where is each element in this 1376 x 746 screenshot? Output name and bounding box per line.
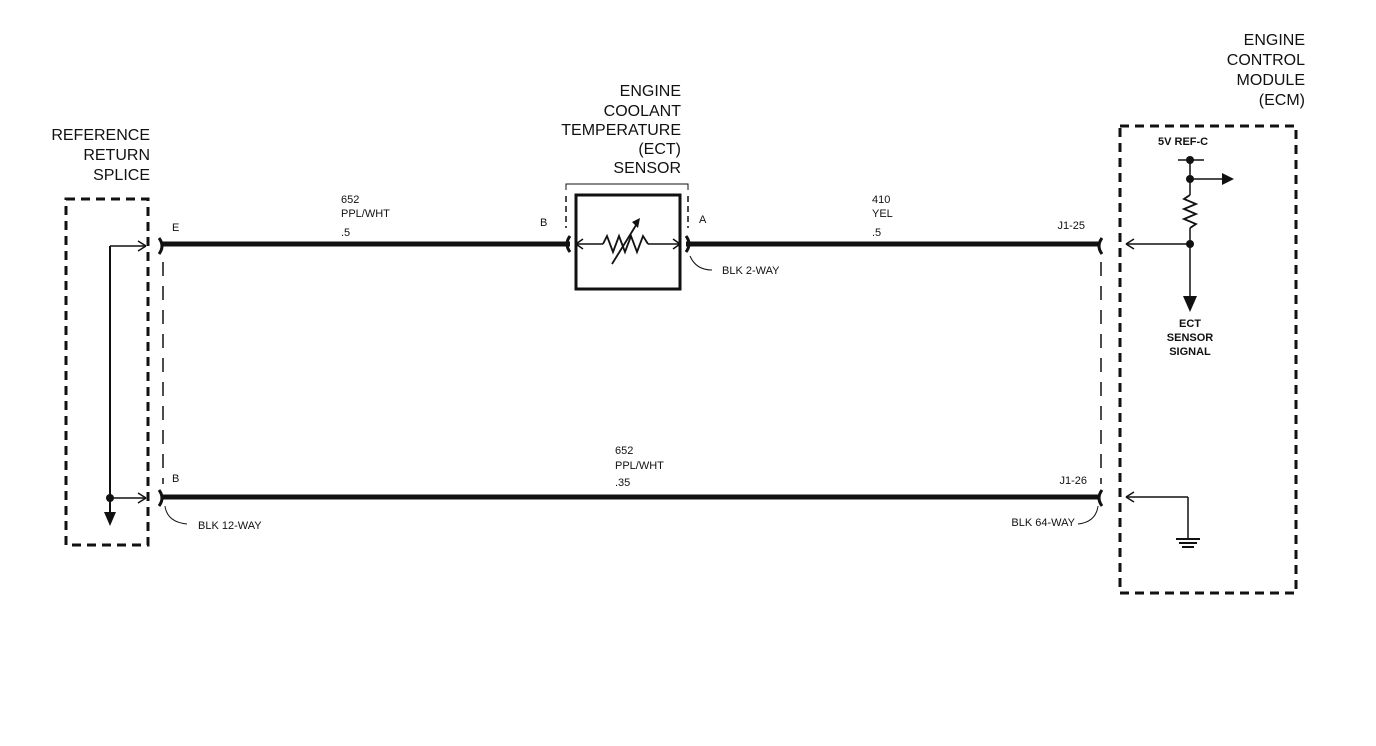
wire-upper-right: 410 YEL .5 J1-25 — [686, 194, 1104, 255]
ecm-pullup-resistor-icon — [1181, 194, 1199, 229]
sensor-title-line-2: COOLANT — [604, 103, 682, 120]
ecm-title-line-3: MODULE — [1237, 72, 1305, 89]
sensor-pin-a: A — [699, 214, 707, 226]
wire-upper-left-size: .5 — [341, 227, 350, 239]
wire-upper-right-circuit: 410 — [872, 194, 890, 206]
wire-upper-right-size: .5 — [872, 227, 881, 239]
wire-lower-color: PPL/WHT — [615, 460, 664, 472]
ecm-reference-out-arrow-icon — [1222, 173, 1234, 185]
engine-control-module: ENGINE CONTROL MODULE (ECM) 5V REF-C ECT… — [1100, 32, 1305, 595]
ect-sensor: ENGINE COOLANT TEMPERATURE (ECT) SENSOR … — [540, 83, 780, 291]
splice-junction-dot — [106, 494, 114, 502]
ecm-signal-line-2: SENSOR — [1167, 332, 1214, 344]
sensor-pin-b: B — [540, 217, 547, 229]
wire-upper-left: E 652 PPL/WHT .5 — [157, 194, 570, 255]
sensor-title-line-5: SENSOR — [613, 160, 681, 177]
splice-pin-e: E — [172, 222, 179, 234]
ecm-dashed-box — [1118, 124, 1298, 595]
splice-title-line-1: REFERENCE — [51, 127, 150, 144]
sensor-title-line-4: (ECT) — [638, 141, 681, 158]
sensor-body — [574, 193, 682, 291]
splice-connector-label: BLK 12-WAY — [198, 520, 262, 532]
ecm-ground-icon — [1176, 538, 1200, 548]
ecm-signal-line-1: ECT — [1179, 318, 1201, 330]
reference-return-splice: REFERENCE RETURN SPLICE — [51, 127, 164, 547]
wire-lower: B 652 PPL/WHT .35 J1-26 BLK 12-WAY BLK 6… — [157, 445, 1104, 532]
ecm-title-line-1: ENGINE — [1244, 32, 1305, 49]
thermistor-icon — [575, 218, 681, 265]
splice-title-line-2: RETURN — [83, 147, 150, 164]
ecm-signal-line-3: SIGNAL — [1169, 346, 1211, 358]
wire-upper-left-circuit: 652 — [341, 194, 359, 206]
sensor-title-line-1: ENGINE — [620, 83, 681, 100]
wire-upper-right-color: YEL — [872, 208, 893, 220]
splice-dashed-box — [64, 197, 150, 547]
splice-ground-arrow-icon — [104, 512, 116, 526]
ecm-title-line-2: CONTROL — [1227, 52, 1305, 69]
ecm-pin-j1-25: J1-25 — [1057, 220, 1085, 232]
splice-pin-b: B — [172, 473, 179, 485]
ecm-signal-arrow-icon — [1183, 296, 1197, 312]
wire-upper-left-color: PPL/WHT — [341, 208, 390, 220]
splice-title-line-3: SPLICE — [93, 167, 150, 184]
ecm-5v-reference-label: 5V REF-C — [1158, 136, 1208, 148]
wire-lower-size: .35 — [615, 477, 630, 489]
sensor-connector-label: BLK 2-WAY — [722, 265, 780, 277]
wire-lower-circuit: 652 — [615, 445, 633, 457]
ecm-connector-label: BLK 64-WAY — [1011, 517, 1075, 529]
ecm-pin-j1-26: J1-26 — [1059, 475, 1087, 487]
sensor-title-line-3: TEMPERATURE — [561, 122, 681, 139]
ecm-title-line-4: (ECM) — [1259, 92, 1305, 109]
